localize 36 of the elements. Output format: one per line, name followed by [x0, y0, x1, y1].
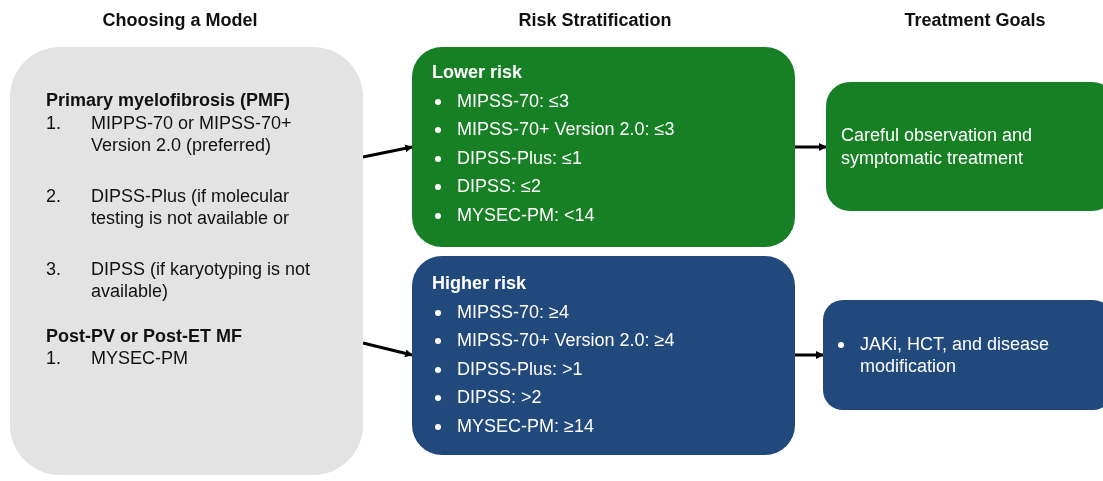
rounded-box: [412, 47, 795, 247]
section-heading: Primary myelofibrosis (PMF): [46, 89, 291, 112]
list-number: 2.: [46, 184, 62, 208]
bullet-item: MYSEC-PM: ≥14: [457, 414, 594, 437]
rounded-box: [826, 82, 1103, 211]
list-number: 1.: [46, 347, 62, 370]
bullet-item: MYSEC-PM: <14: [457, 203, 595, 226]
risk-heading: Higher risk: [432, 272, 527, 295]
bullet-item: JAKi, HCT, and disease modification: [860, 332, 1051, 378]
bullet-item: DIPSS: >2: [457, 386, 542, 409]
goal-text: Careful observation and symptomatic treatment: [841, 124, 1034, 169]
risk-heading: Lower risk: [432, 61, 523, 84]
bullet-item: MIPSS-70: ≥4: [457, 300, 569, 323]
arrow: [795, 351, 824, 359]
list-item-text: DIPSS-Plus (if molecular testing is not available or: [91, 184, 291, 230]
list-number: 1.: [46, 111, 62, 135]
list-item-text: MIPPS-70 or MIPSS-70+ Version 2.0 (preferred): [91, 111, 293, 157]
bullet-item: MIPSS-70+ Version 2.0: ≤3: [457, 118, 675, 141]
arrow: [362, 144, 413, 159]
bullet-item: MIPSS-70+ Version 2.0: ≥4: [457, 329, 675, 352]
bullet-item: DIPSS-Plus: >1: [457, 357, 583, 380]
bullet-item: DIPSS-Plus: ≤1: [457, 146, 582, 169]
section-heading: Post-PV or Post-ET MF: [46, 324, 242, 347]
arrow: [362, 341, 413, 358]
list-item-text: MYSEC-PM: [91, 347, 188, 370]
column-heading: Treatment Goals: [904, 10, 1046, 31]
list-number: 3.: [46, 257, 62, 281]
bullet-item: MIPSS-70: ≤3: [457, 89, 569, 112]
arrow: [795, 143, 827, 151]
bullet-item: DIPSS: ≤2: [457, 175, 541, 198]
rounded-box: [823, 300, 1103, 410]
rounded-box: [10, 47, 363, 475]
list-item-text: DIPSS (if karyotyping is not available): [91, 257, 312, 303]
column-heading: Choosing a Model: [102, 10, 258, 31]
rounded-box: [412, 256, 795, 455]
column-heading: Risk Stratification: [518, 10, 672, 31]
